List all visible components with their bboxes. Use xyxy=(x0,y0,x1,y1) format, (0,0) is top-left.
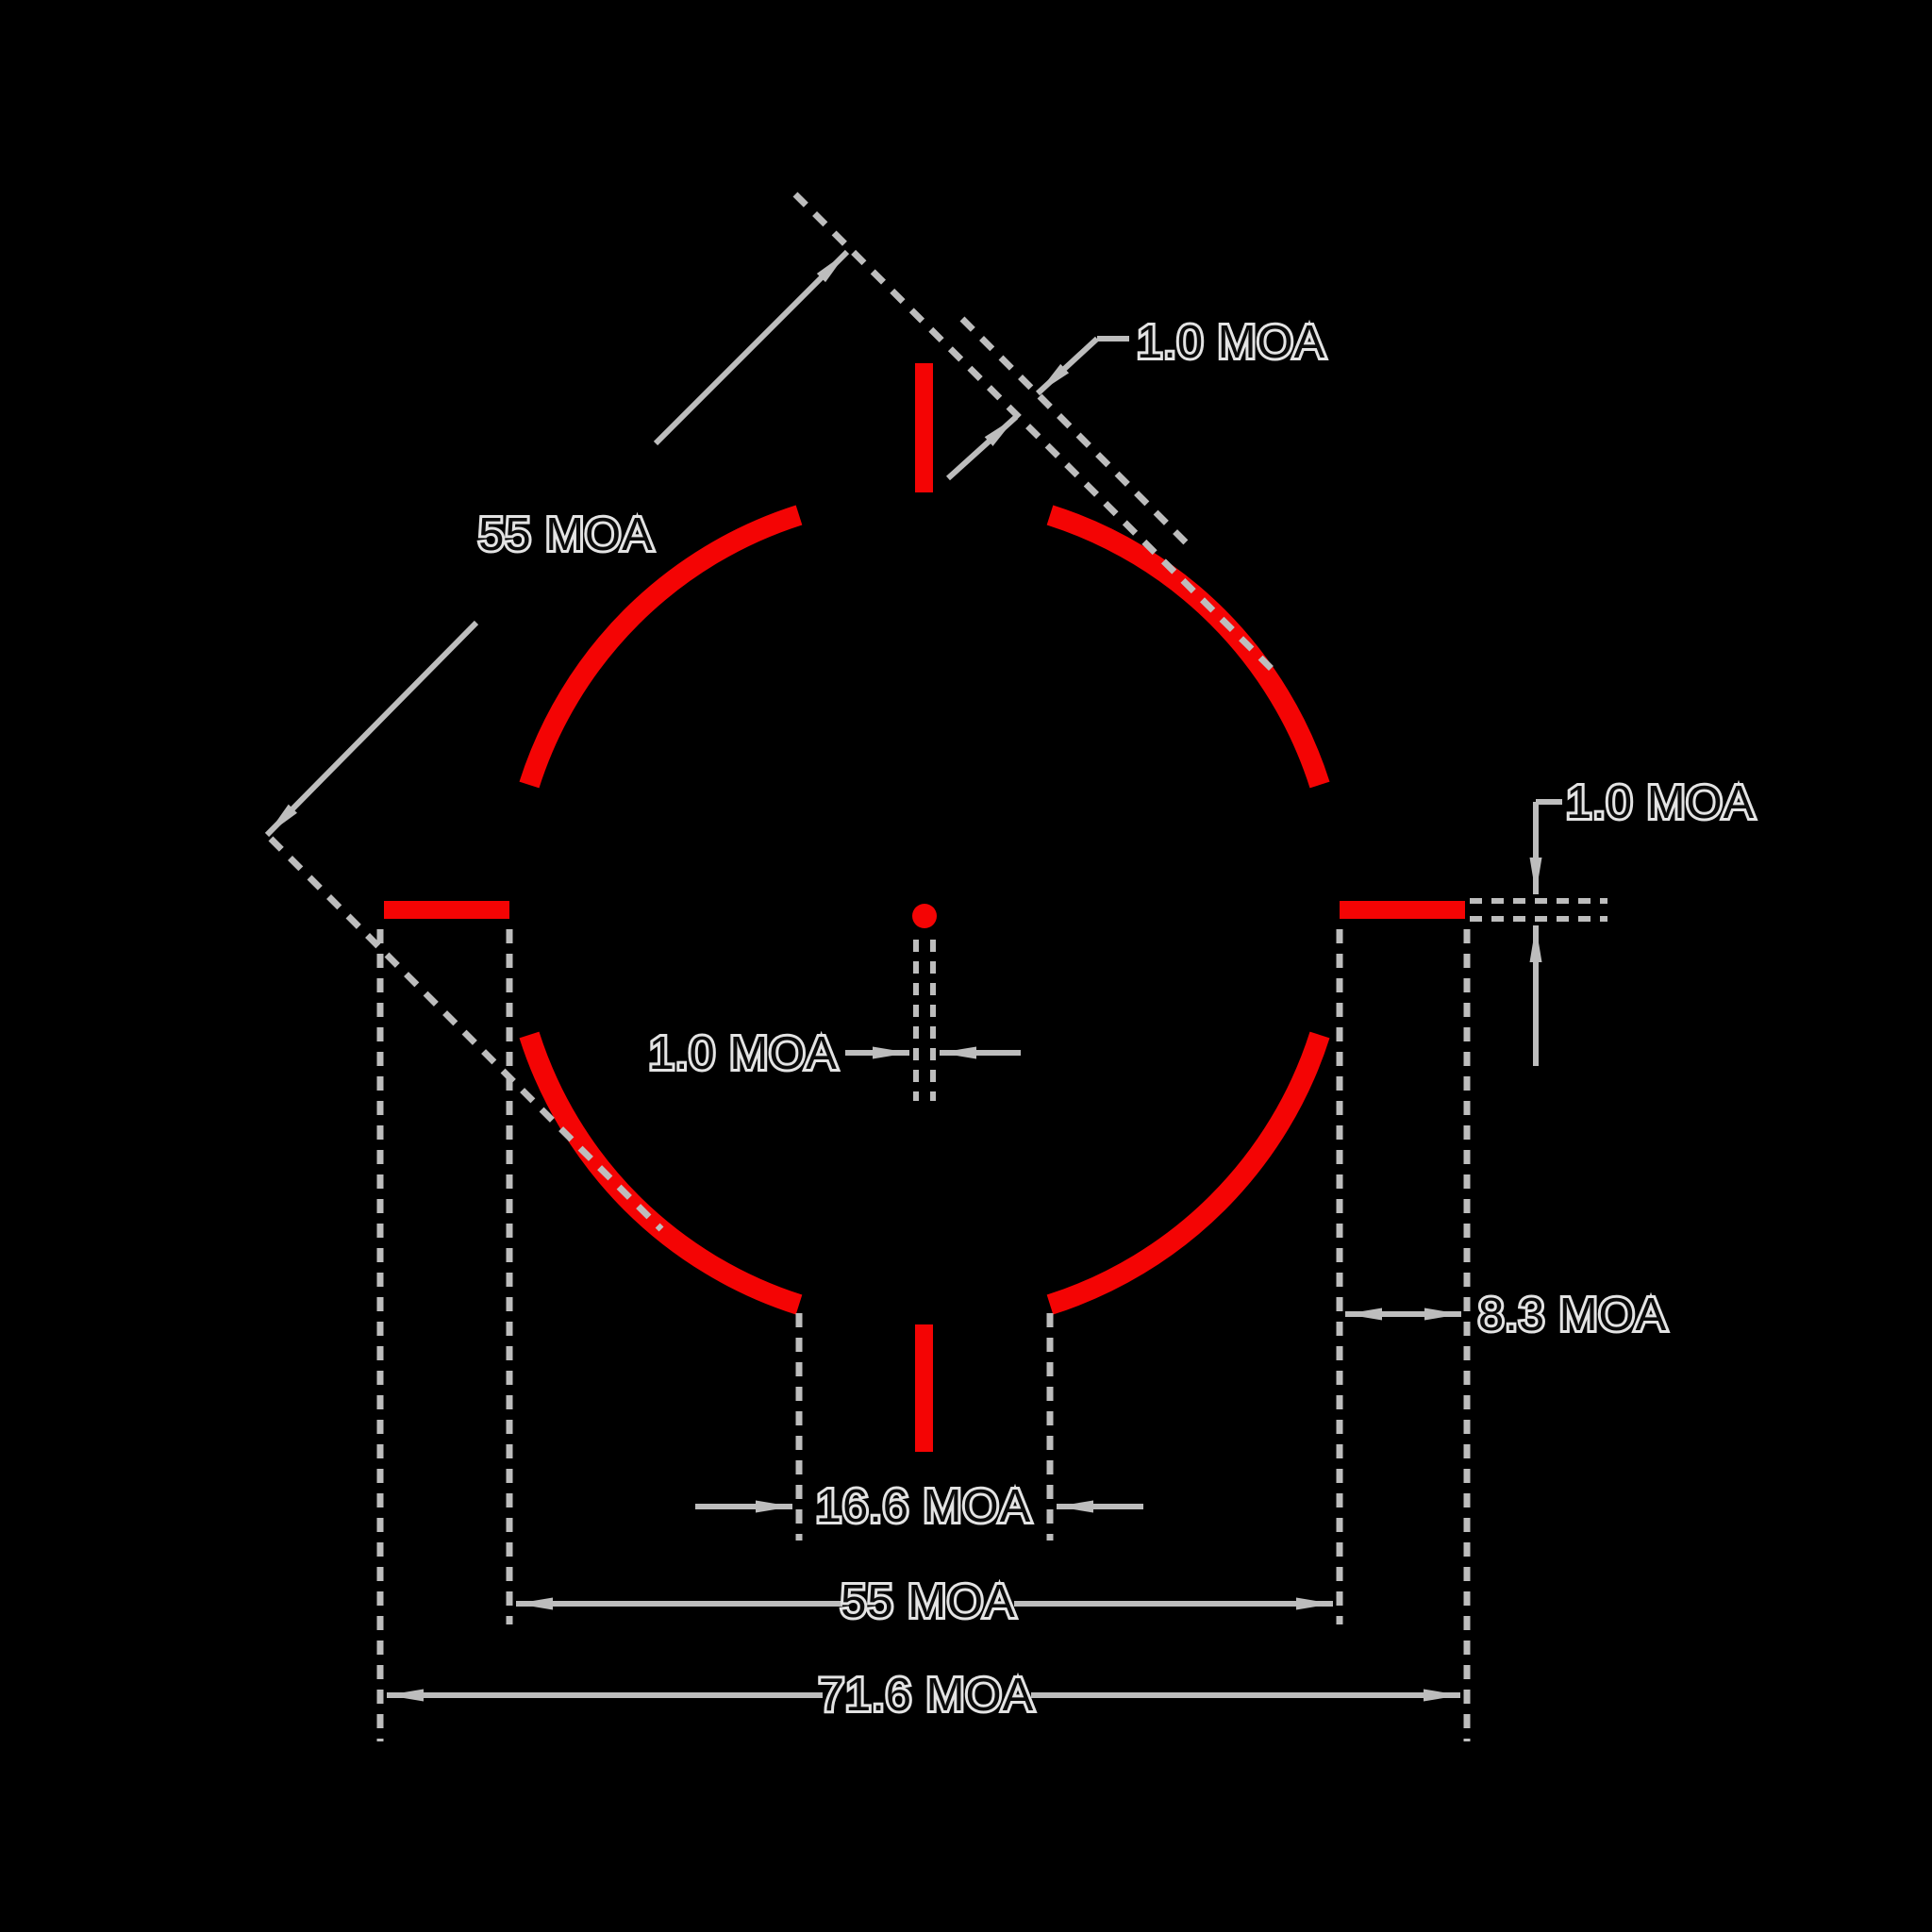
dimension-labels: 1.0 MOA 55 MOA 1.0 MOA 1.0 MOA 8.3 MOA 1… xyxy=(475,314,1757,1724)
extension-lines xyxy=(268,192,1607,1741)
leader-top-tick-arrow xyxy=(1035,336,1100,396)
reticle-center-dot xyxy=(912,904,937,928)
label-bottom-gap-width: 16.6 MOA xyxy=(816,1481,1032,1532)
reticle xyxy=(384,363,1465,1452)
dimension-arrow-top-tick-opposite xyxy=(945,414,1019,481)
reticle-left-bar xyxy=(384,901,509,919)
label-inner-width: 55 MOA xyxy=(841,1576,1016,1627)
extension-line-tangent-upper-right xyxy=(792,192,1278,675)
dimension-lines xyxy=(264,249,1562,1702)
label-right-bar-thickness: 1.0 MOA xyxy=(1566,777,1755,828)
dimension-line-diagonal-upper xyxy=(653,249,850,446)
label-overall-width: 71.6 MOA xyxy=(819,1670,1035,1721)
reticle-top-tick xyxy=(915,363,933,492)
reticle-bottom-tick xyxy=(915,1324,933,1452)
label-bar-length: 8.3 MOA xyxy=(1478,1290,1667,1341)
label-center-dot-width: 1.0 MOA xyxy=(649,1028,838,1079)
reticle-right-bar xyxy=(1340,901,1465,919)
reticle-arc-upper-left xyxy=(519,505,803,789)
reticle-arc-upper-right xyxy=(1046,505,1330,789)
label-top-tick-width: 1.0 MOA xyxy=(1137,317,1325,368)
extension-line-tangent-lower-left xyxy=(268,836,664,1232)
dimension-line-diagonal-lower xyxy=(264,620,479,838)
reticle-arc-lower-left xyxy=(519,1031,803,1315)
label-diagonal-diameter: 55 MOA xyxy=(478,509,654,560)
reticle-arc-lower-right xyxy=(1046,1031,1330,1315)
